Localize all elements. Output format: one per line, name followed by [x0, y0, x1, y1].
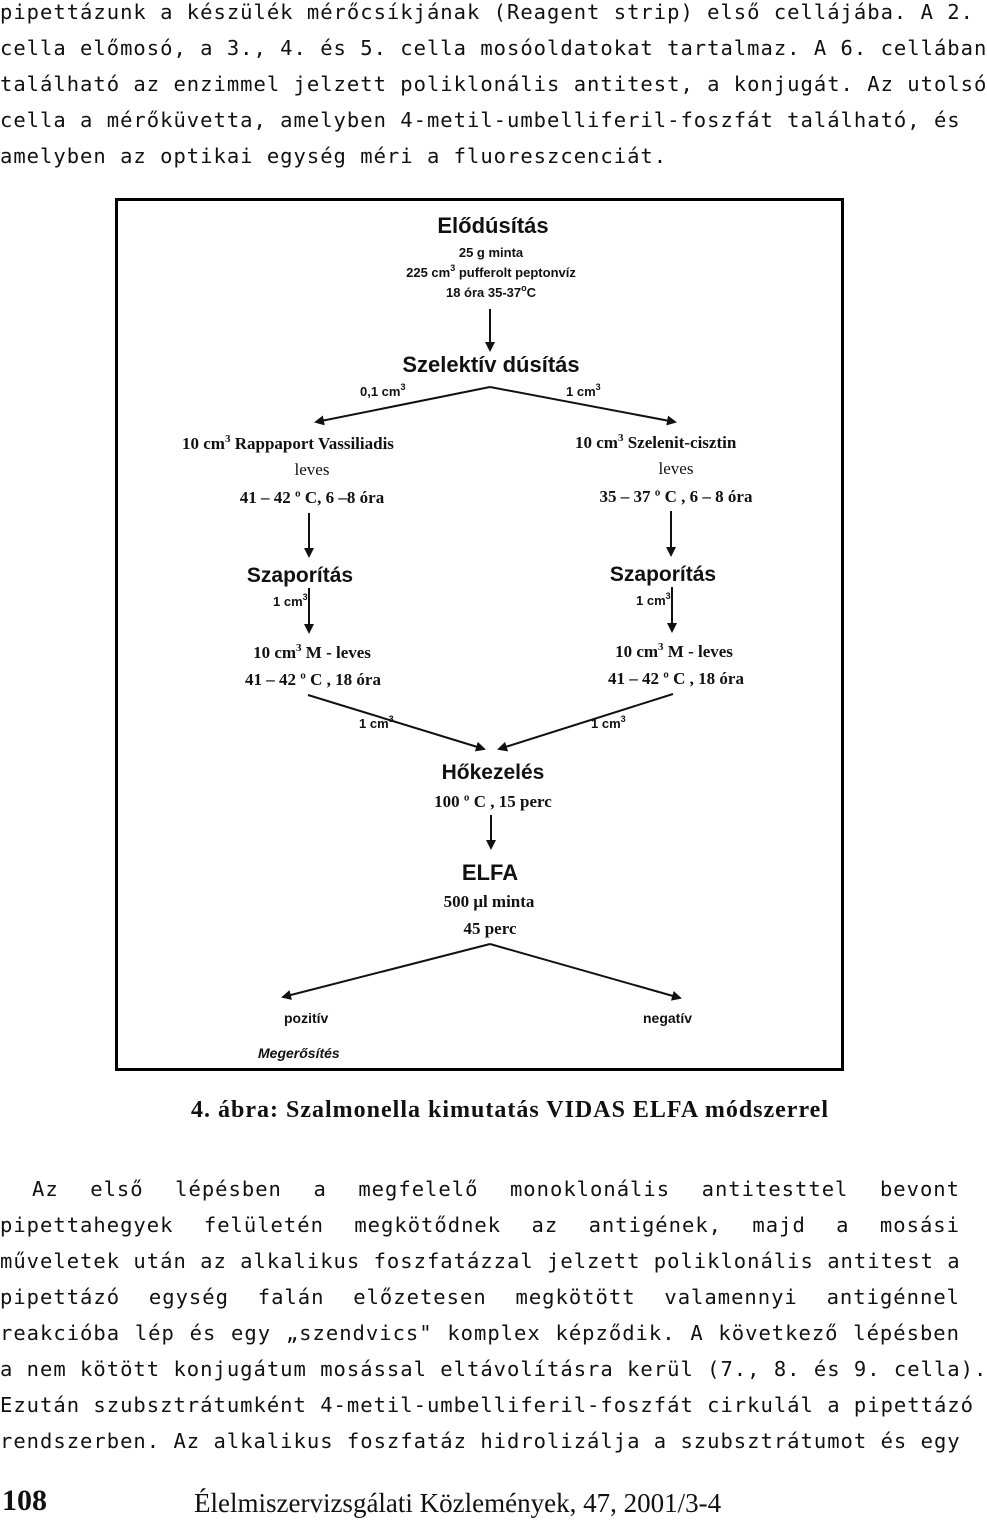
elfa-title: ELFA: [462, 860, 518, 885]
converge-volume-right: 1 cm3: [591, 714, 626, 731]
pre-enrichment-buffer: 225 cm3 pufferolt peptonvíz: [406, 263, 576, 280]
body-paragraph: Az első lépésben a megfelelő monoklonáli…: [0, 1171, 987, 1459]
right-volume: 1 cm3: [566, 382, 601, 399]
arrow-negative: [489, 943, 682, 1001]
converge-volume-left: 1 cm3: [359, 714, 394, 731]
arrow-positive: [281, 943, 491, 1000]
text-line: a nem kötött konjugátum mosással eltávol…: [0, 1357, 987, 1381]
journal-reference: Élelmiszervizsgálati Közlemények, 47, 20…: [194, 1488, 722, 1518]
elfa-time: 45 perc: [463, 919, 516, 938]
page-number: 108: [2, 1484, 47, 1517]
right-medium-type: leves: [659, 459, 694, 478]
salmonella-flowchart: Elődúsítás 25 g minta 225 cm3 pufferolt …: [115, 198, 844, 1071]
negative-result: negatív: [643, 1010, 692, 1026]
text-line: reakcióba lép és egy „szendvics" komplex…: [0, 1321, 960, 1345]
pre-enrichment-title: Elődúsítás: [437, 213, 548, 238]
intro-paragraph: pipettázunk a készülék mérőcsíkjának (Re…: [0, 0, 987, 174]
m-broth-left: 10 cm3 M - leves: [253, 642, 371, 662]
m-broth-conditions-right: 41 – 42 º C , 18 óra: [608, 669, 744, 688]
propagation-title-left: Szaporítás: [247, 564, 353, 587]
text-line: amelyben az optikai egység méri a fluore…: [0, 144, 668, 168]
text-line: pipettahegyek felületén megkötődnek az a…: [0, 1213, 960, 1237]
left-medium-conditions: 41 – 42 º C, 6 –8 óra: [240, 488, 385, 507]
figure-caption: 4. ábra: Szalmonella kimutatás VIDAS ELF…: [191, 1097, 829, 1123]
text-line: műveletek után az alkalikus foszfatázzal…: [0, 1249, 961, 1273]
m-broth-right: 10 cm3 M - leves: [615, 641, 733, 661]
text-line: pipettázó egység falán előzetesen megköt…: [0, 1285, 960, 1309]
heat-treatment-conditions: 100 º C , 15 perc: [434, 792, 552, 811]
arrow-converge-right: [497, 693, 674, 752]
arrow-right-branch: [489, 386, 677, 426]
flowchart-svg: Elődúsítás 25 g minta 225 cm3 pufferolt …: [182, 213, 753, 1061]
confirmation-label: Megerősítés: [258, 1045, 340, 1061]
text-line: pipettázunk a készülék mérőcsíkjának (Re…: [0, 0, 974, 24]
text-line: található az enzimmel jelzett poliklonál…: [0, 72, 987, 96]
propagation-title-right: Szaporítás: [610, 563, 716, 586]
text-line: Az első lépésben a megfelelő monoklonáli…: [32, 1177, 960, 1201]
left-medium-type: leves: [295, 460, 330, 479]
arrow-left-branch: [314, 386, 491, 426]
pre-enrichment-sample: 25 g minta: [459, 245, 524, 260]
right-medium-name: 10 cm3 Szelenit-cisztin: [575, 432, 737, 452]
pre-enrichment-time: 18 óra 35-37oC: [446, 283, 537, 300]
heat-treatment-title: Hőkezelés: [442, 761, 545, 784]
propagation-volume-right: 1 cm3: [636, 591, 671, 608]
right-medium-conditions: 35 – 37 º C , 6 – 8 óra: [600, 487, 753, 506]
left-medium-name: 10 cm3 Rappaport Vassiliadis: [182, 433, 394, 453]
text-line: Ezután szubsztrátumként 4-metil-umbellif…: [0, 1393, 974, 1417]
text-line: cella előmosó, a 3., 4. és 5. cella mosó…: [0, 36, 987, 60]
text-line: cella a mérőküvetta, amelyben 4-metil-um…: [0, 108, 961, 132]
left-volume: 0,1 cm3: [360, 382, 406, 399]
elfa-sample: 500 μl minta: [444, 892, 535, 911]
positive-result: pozitív: [284, 1010, 329, 1026]
selective-enrichment-title: Szelektív dúsítás: [402, 352, 579, 377]
arrow-converge-left: [307, 694, 486, 752]
propagation-volume-left: 1 cm3: [273, 592, 308, 609]
m-broth-conditions-left: 41 – 42 º C , 18 óra: [245, 670, 381, 689]
text-line: rendszerben. Az alkalikus foszfatáz hidr…: [0, 1429, 961, 1453]
